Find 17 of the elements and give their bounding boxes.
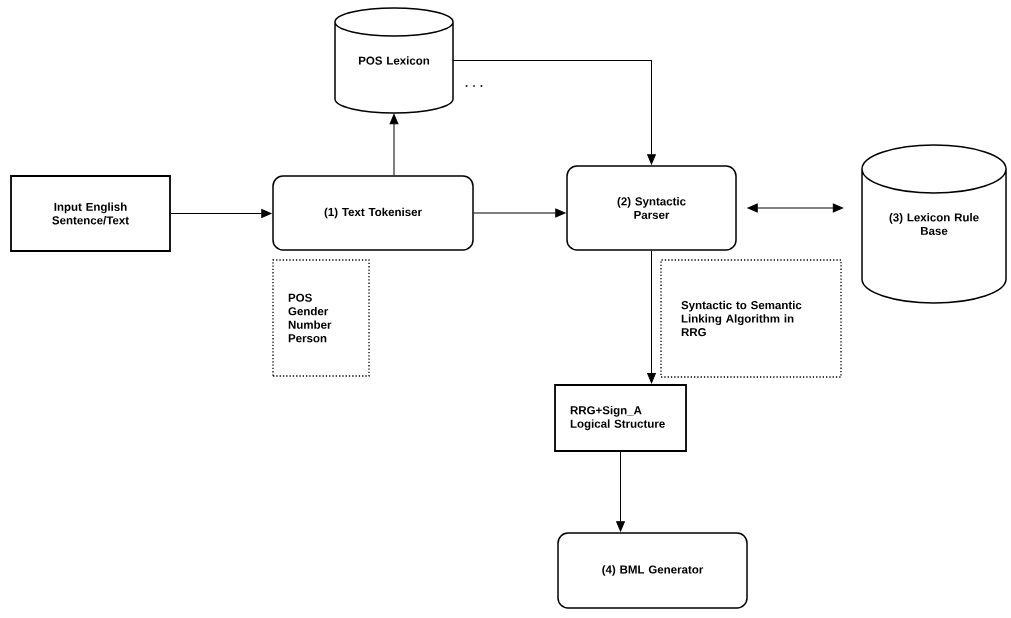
arrow [389,114,399,176]
arrow [452,60,656,165]
process-box: (4) BML Generator [557,532,748,609]
arrow [170,209,272,218]
arrow [473,208,566,218]
process-box: (2) Syntactic Parser [566,165,737,251]
arrow [647,250,656,384]
database-cylinder: POS Lexicon [334,7,454,114]
database-cylinder: (3) Lexicon Rule Base [861,144,1007,304]
process-box: (1) Text Tokeniser [272,175,474,251]
ellipsis-label: . . . [465,85,483,87]
arrow [616,451,625,532]
note-box: POS Gender Number Person [272,259,370,377]
arrow [747,203,843,213]
output-box: RRG+Sign_A Logical Structure [554,384,687,452]
note-box: Syntactic to Semantic Linking Algorithm in RRG [660,259,842,378]
input-box: Input English Sentence/Text [10,175,171,252]
